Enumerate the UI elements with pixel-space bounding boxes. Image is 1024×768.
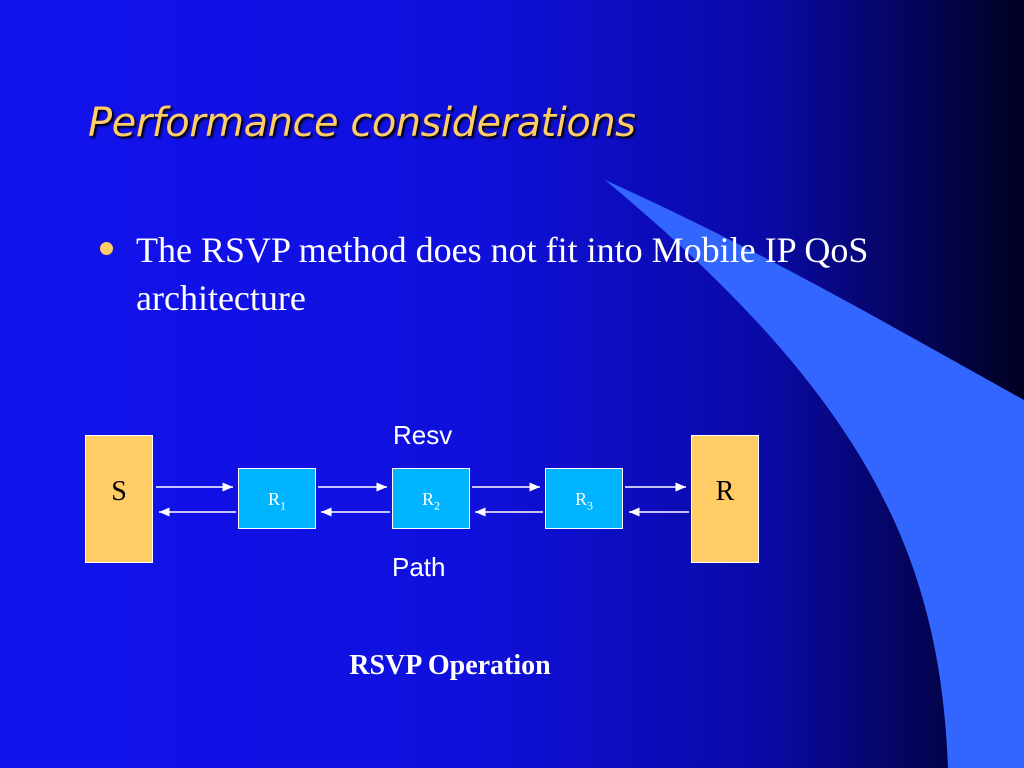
receiver-label: R (715, 476, 735, 507)
bullet-text: The RSVP method does not fit into Mobile… (136, 230, 869, 318)
router-1-subscript: 1 (280, 498, 286, 513)
router-box-3: R3 (545, 468, 623, 529)
router-2-label: R (421, 489, 434, 509)
slide-title: Performance considerations (88, 100, 636, 146)
diagram-caption: RSVP Operation (349, 650, 551, 681)
receiver-box: R (691, 435, 759, 563)
router-3-subscript: 3 (587, 498, 593, 513)
router-2-subscript: 2 (434, 498, 440, 513)
router-box-1: R1 (238, 468, 316, 529)
sender-label: S (111, 476, 127, 507)
bullet-dot-icon (100, 242, 113, 255)
router-3-label: R (574, 489, 587, 509)
router-box-2: R2 (392, 468, 470, 529)
sender-box: S (85, 435, 153, 563)
path-label: Path (392, 552, 446, 582)
router-1-label: R (267, 489, 280, 509)
resv-label: Resv (393, 420, 453, 450)
